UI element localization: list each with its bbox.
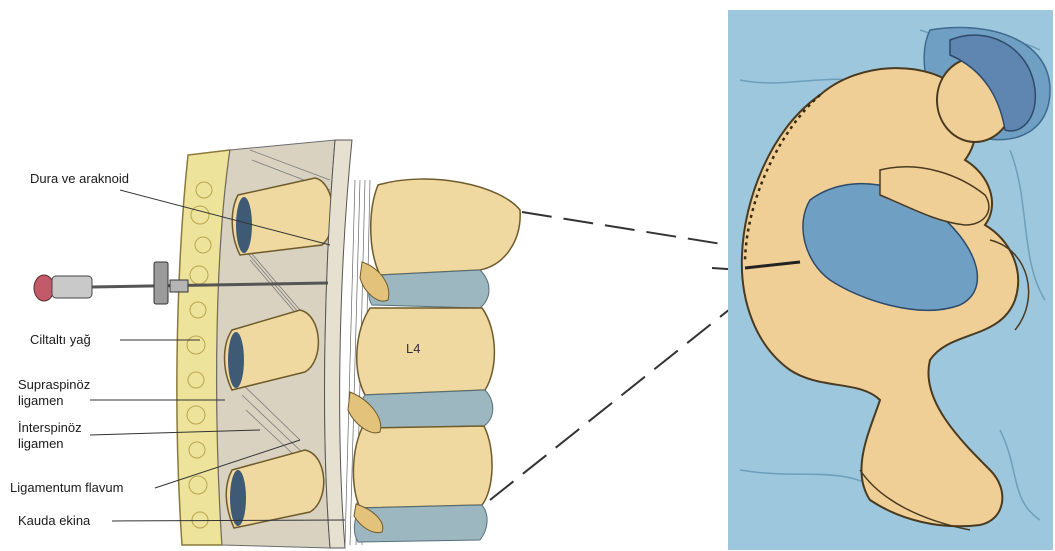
process-cap-middle [228,332,244,388]
zoom-connector-lines [490,212,742,500]
process-cap-lower [230,470,246,526]
needle-collar [170,280,188,292]
label-subcutaneous-fat: Ciltaltı yağ [30,332,91,348]
vertebral-body-l5 [353,426,492,508]
label-vertebra-l4: L4 [406,341,420,357]
label-cauda-equina: Kauda ekina [18,513,90,529]
label-interspinous-line1: İnterspinöz [18,420,82,436]
label-interspinous-line2: ligamen [18,436,82,452]
label-supraspinous-line1: Supraspinöz [18,377,90,393]
label-ligamentum-flavum: Ligamentum flavum [10,480,123,496]
connector-top [522,212,728,245]
process-cap-upper [236,197,252,253]
label-dura-arachnoid: Dura ve araknoid [30,171,129,187]
vertebral-body-l3 [371,179,520,275]
needle-cap-icon [34,275,54,301]
label-interspinous-ligament: İnterspinöz ligamen [18,420,82,452]
vertebral-body-l4 [357,308,495,395]
patient-panel [728,10,1053,550]
needle-hub [52,276,92,298]
label-supraspinous-ligament: Supraspinöz ligamen [18,377,90,409]
connector-bottom [490,305,735,500]
label-supraspinous-line2: ligamen [18,393,90,409]
spine-section [177,140,520,548]
needle-stopper [154,262,168,304]
